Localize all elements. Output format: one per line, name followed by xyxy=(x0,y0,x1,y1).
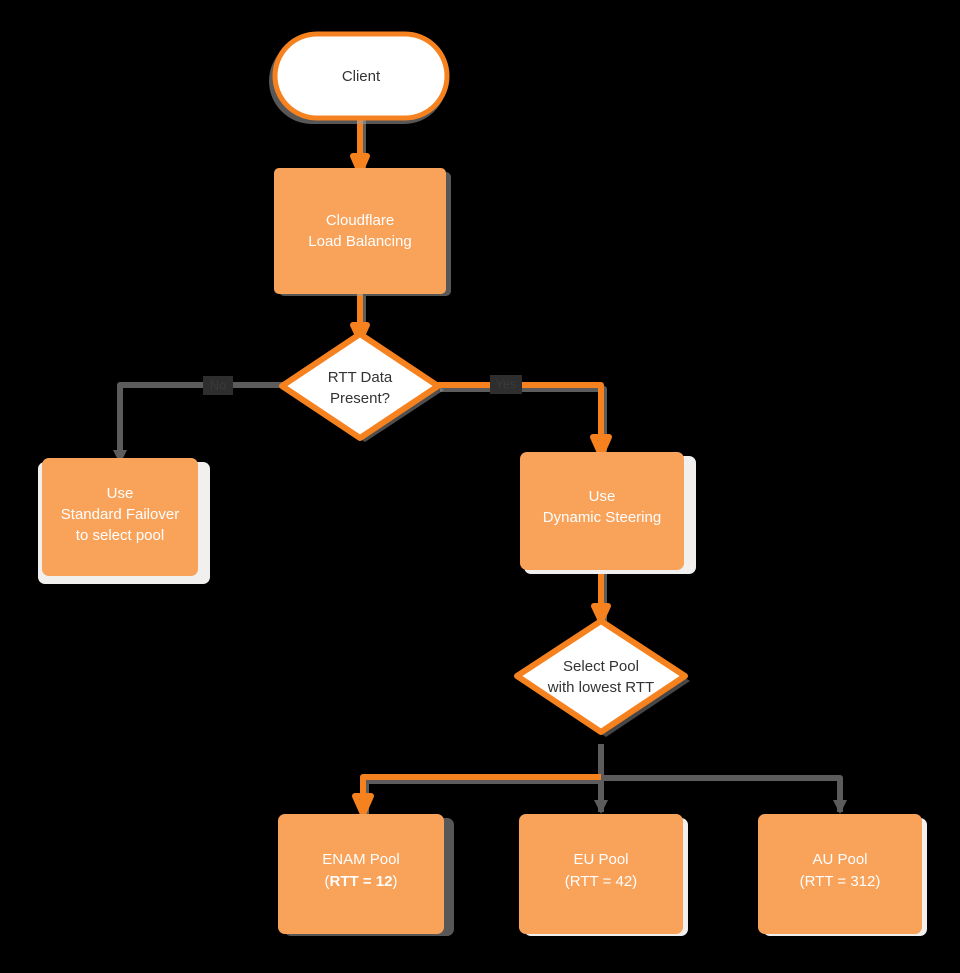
node-enam-pool-rtt-close: ) xyxy=(392,873,397,890)
node-eu-pool-line2: (RTT = 42) xyxy=(565,873,637,890)
node-enam-pool-rtt-value: RTT = 12 xyxy=(330,873,393,890)
node-enam-pool-rtt: (RTT = 12) xyxy=(325,873,398,890)
node-enam-pool-line1: ENAM Pool xyxy=(322,851,400,868)
node-dynamic-steering[interactable]: Use Dynamic Steering xyxy=(520,452,696,574)
node-enam-pool[interactable]: ENAM Pool (RTT = 12) xyxy=(278,814,454,936)
node-au-pool[interactable]: AU Pool (RTT = 312) xyxy=(758,814,927,936)
edge-select-pool-to-enam-pool xyxy=(352,774,604,817)
node-standard-failover-line2: Standard Failover xyxy=(61,506,179,523)
node-rtt-decision-line1: RTT Data xyxy=(328,369,393,386)
node-select-pool-line2: with lowest RTT xyxy=(547,679,654,696)
node-load-balancing[interactable]: Cloudflare Load Balancing xyxy=(274,168,451,296)
edge-label-no-text: No xyxy=(210,377,227,392)
edge-label-yes-text: Yes xyxy=(495,376,517,391)
node-standard-failover-line3: to select pool xyxy=(76,527,164,544)
edge-label-no: No xyxy=(203,376,233,395)
node-eu-pool-line1: EU Pool xyxy=(573,851,628,868)
node-standard-failover[interactable]: Use Standard Failover to select pool xyxy=(38,458,210,584)
node-dynamic-steering-line1: Use xyxy=(589,488,616,505)
node-rtt-decision[interactable]: RTT Data Present? xyxy=(279,331,444,442)
node-standard-failover-line1: Use xyxy=(107,485,134,502)
node-load-balancing-line2: Load Balancing xyxy=(308,233,411,250)
node-client-label: Client xyxy=(342,68,381,85)
node-enam-pool-rtt-open: ( xyxy=(325,873,330,890)
edge-dynamic-steering-to-select-pool xyxy=(591,568,611,624)
node-rtt-decision-line2: Present? xyxy=(330,390,390,407)
edge-label-yes: Yes xyxy=(490,375,522,394)
node-select-pool-line1: Select Pool xyxy=(563,658,639,675)
edge-rtt-decision-to-dynamic-steering xyxy=(437,382,612,458)
node-select-pool[interactable]: Select Pool with lowest RTT xyxy=(514,618,690,737)
node-client[interactable]: Client xyxy=(269,31,450,124)
node-au-pool-line2: (RTT = 312) xyxy=(800,873,881,890)
edge-rtt-decision-to-standard-failover xyxy=(113,382,283,464)
node-eu-pool[interactable]: EU Pool (RTT = 42) xyxy=(519,814,688,936)
node-au-pool-line1: AU Pool xyxy=(812,851,867,868)
node-dynamic-steering-line2: Dynamic Steering xyxy=(543,509,661,526)
node-load-balancing-line1: Cloudflare xyxy=(326,212,394,229)
edge-select-pool-to-au-pool xyxy=(601,775,847,814)
